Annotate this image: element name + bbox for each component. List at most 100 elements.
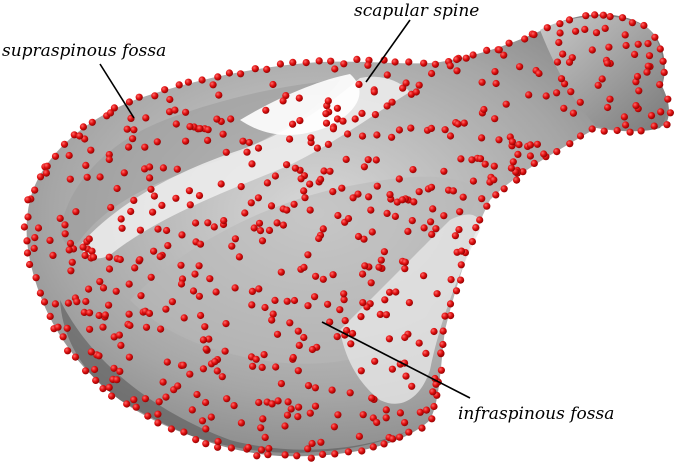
landmark-dot: [651, 33, 659, 41]
landmark-dot: [161, 86, 169, 94]
landmark-dot: [349, 329, 357, 338]
landmark-dot: [451, 232, 459, 240]
landmark-dot: [599, 11, 608, 19]
landmark-dot: [180, 428, 188, 436]
landmark-dot: [633, 72, 642, 81]
landmark-dot: [440, 167, 448, 175]
landmark-dot: [205, 335, 213, 343]
landmark-dot: [644, 62, 652, 70]
landmark-dot: [227, 444, 235, 452]
landmark-dot: [154, 410, 162, 418]
landmark-dot: [163, 358, 171, 366]
landmark-dot: [105, 265, 114, 273]
landmark-dot: [329, 188, 337, 196]
landmark-dot: [241, 209, 249, 217]
landmark-dot: [453, 55, 461, 64]
landmark-dot: [340, 290, 348, 298]
landmark-dot: [36, 173, 45, 181]
landmark-dot: [492, 79, 500, 88]
landmark-dot: [319, 450, 327, 458]
landmark-dot: [457, 261, 465, 269]
landmark-dot: [276, 60, 284, 68]
landmark-dot: [259, 415, 267, 423]
landmark-dot: [620, 113, 629, 121]
landmark-dot: [449, 187, 457, 195]
landmark-dot: [395, 175, 403, 183]
landmark-dot: [415, 188, 423, 196]
spine-highlight: [240, 74, 360, 136]
landmark-dot: [647, 112, 656, 120]
landmark-dot: [166, 95, 174, 104]
landmark-dot: [645, 52, 654, 60]
landmark-dot: [192, 436, 200, 444]
landmark-dot: [457, 276, 465, 284]
landmark-dot: [382, 414, 390, 422]
landmark-dot: [324, 300, 332, 308]
landmark-dot: [73, 298, 81, 306]
infraspinous-fossa-leader: [321, 321, 471, 399]
landmark-dot: [34, 224, 43, 232]
landmark-dot: [594, 81, 602, 89]
landmark-dot: [20, 223, 28, 231]
landmark-dot: [346, 389, 354, 397]
landmark-dot: [24, 196, 32, 204]
landmark-dot: [329, 125, 337, 133]
landmark-dot: [201, 323, 209, 331]
landmark-dot: [117, 341, 125, 349]
landmark-dot: [439, 340, 447, 349]
landmark-dot: [125, 280, 133, 288]
landmark-dot: [333, 333, 341, 341]
landmark-dot: [282, 92, 290, 100]
landmark-dot: [320, 167, 328, 175]
landmark-dot: [272, 363, 280, 371]
landmark-dot: [604, 103, 612, 112]
landmark-dot: [635, 87, 643, 95]
landmark-dot: [576, 132, 585, 140]
landmark-dot: [452, 287, 461, 295]
landmark-dot: [257, 446, 266, 454]
landmark-dot: [392, 288, 400, 296]
landmark-dot: [304, 445, 312, 453]
landmark-dot: [211, 358, 219, 366]
landmark-dot: [54, 323, 62, 331]
landmark-dot: [209, 81, 217, 89]
landmark-dot: [460, 119, 468, 127]
landmark-dot: [427, 183, 436, 191]
landmark-dot: [334, 211, 342, 220]
landmark-dot: [235, 253, 243, 261]
scapular-spine-leader: [365, 19, 411, 83]
scapular-spine-label: scapular spine: [354, 1, 479, 21]
landmark-dot: [302, 59, 310, 67]
landmark-dot: [213, 115, 221, 123]
landmark-dot: [357, 367, 365, 375]
landmark-dot: [132, 403, 140, 411]
landmark-dot: [46, 312, 54, 320]
landmark-dot: [51, 152, 60, 160]
landmark-dot: [106, 109, 115, 117]
landmark-dot: [222, 320, 230, 328]
landmark-dot: [192, 219, 200, 227]
landmark-dot: [300, 333, 308, 342]
landmark-dot: [67, 267, 75, 275]
landmark-dot: [83, 173, 91, 181]
landmark-dot: [304, 382, 313, 390]
landmark-dot: [407, 124, 415, 132]
landmark-dot: [526, 152, 535, 160]
landmark-dot: [440, 212, 448, 220]
landmark-dot: [178, 231, 186, 239]
landmark-dot: [204, 136, 212, 144]
landmark-dot: [572, 27, 580, 35]
landmark-dot: [145, 309, 154, 317]
landmark-dot: [632, 102, 640, 110]
landmark-dot: [601, 24, 609, 32]
landmark-dot: [391, 58, 399, 66]
landmark-dot: [358, 109, 366, 117]
landmark-dot: [253, 452, 261, 460]
landmark-dot: [213, 367, 221, 375]
landmark-dot: [65, 151, 73, 160]
landmark-dot: [24, 213, 32, 221]
landmark-dot: [344, 130, 352, 138]
landmark-dot: [478, 134, 486, 142]
landmark-dot: [248, 301, 256, 309]
landmark-dot: [420, 224, 428, 232]
